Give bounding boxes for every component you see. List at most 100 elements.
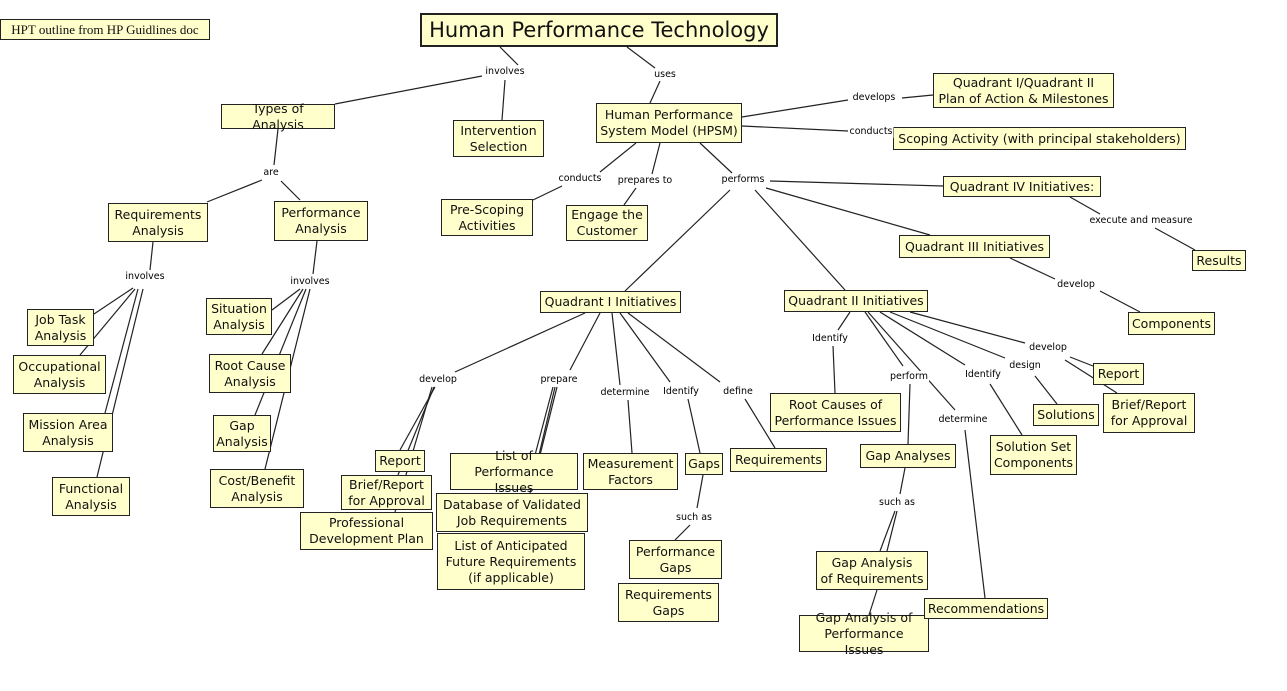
connector-line xyxy=(696,474,704,509)
node-root-cause-analysis[interactable]: Root Cause Analysis xyxy=(209,354,291,393)
connector-line xyxy=(501,79,506,121)
node-q2-report[interactable]: Report xyxy=(1093,363,1144,385)
connector-line xyxy=(1064,359,1118,394)
node-quadrant-i[interactable]: Quadrant I Initiatives xyxy=(540,291,681,313)
link-label-conducts: conducts xyxy=(848,126,894,138)
connector-line xyxy=(868,589,878,616)
connector-line xyxy=(1034,375,1058,405)
connector-line xyxy=(699,142,733,174)
connector-line xyxy=(1154,227,1196,251)
connector-line xyxy=(149,241,154,271)
root-concept-title[interactable]: Human Performance Technology xyxy=(420,13,778,47)
node-gap-analysis-performance-issues[interactable]: Gap Analysis of Performance Issues xyxy=(799,610,929,657)
link-label-develop: develop xyxy=(1056,279,1096,291)
node-intervention-selection[interactable]: Intervention Selection xyxy=(453,120,544,157)
connector-line xyxy=(687,398,701,454)
node-functional-analysis[interactable]: Functional Analysis xyxy=(52,477,130,516)
node-quadrant-ii[interactable]: Quadrant II Initiatives xyxy=(784,290,928,312)
link-label-develop: develop xyxy=(1028,342,1068,354)
node-gap-analysis-requirements[interactable]: Gap Analysis of Requirements xyxy=(816,551,928,590)
node-performance-analysis[interactable]: Performance Analysis xyxy=(274,201,368,241)
connector-line xyxy=(674,524,691,541)
node-root-causes-performance-issues[interactable]: Root Causes of Performance Issues xyxy=(770,393,901,432)
node-solution-set-components[interactable]: Solution Set Components xyxy=(990,435,1077,475)
node-engage-customer[interactable]: Engage the Customer xyxy=(566,205,648,241)
node-situation-analysis[interactable]: Situation Analysis xyxy=(206,298,272,335)
node-cost-benefit-analysis[interactable]: Cost/Benefit Analysis xyxy=(210,469,304,508)
connector-line xyxy=(769,180,944,187)
node-q1-report[interactable]: Report xyxy=(375,450,425,472)
connector-line xyxy=(623,187,637,206)
connector-line xyxy=(901,94,934,99)
connector-line xyxy=(651,142,661,175)
node-list-future-requirements[interactable]: List of Anticipated Future Requirements … xyxy=(437,533,585,590)
node-quadrant-iii[interactable]: Quadrant III Initiatives xyxy=(899,235,1050,258)
link-label-determine: determine xyxy=(599,387,651,399)
link-label-such-as: such as xyxy=(877,497,917,509)
connector-line xyxy=(627,312,721,383)
connector-line xyxy=(879,311,966,366)
connector-line xyxy=(907,383,911,445)
node-mission-area-analysis[interactable]: Mission Area Analysis xyxy=(23,413,113,452)
connector-line xyxy=(624,189,731,292)
node-requirements-analysis[interactable]: Requirements Analysis xyxy=(108,203,208,242)
connector-line xyxy=(93,287,134,315)
node-hpsm[interactable]: Human Performance System Model (HPSM) xyxy=(596,103,742,143)
connector-line xyxy=(886,510,898,552)
connector-line xyxy=(532,185,563,201)
link-label-prepare: prepare xyxy=(539,374,579,386)
link-label-prepares-to: prepares to xyxy=(616,175,674,187)
connector-line xyxy=(254,288,307,416)
connector-line xyxy=(619,312,671,383)
connector-line xyxy=(741,125,849,132)
connector-line xyxy=(837,311,851,331)
connector-line xyxy=(599,142,637,173)
link-label-identify: Identify xyxy=(811,333,849,345)
connector-line xyxy=(867,311,956,411)
node-list-performance-issues[interactable]: List of Performance Issues xyxy=(450,448,578,495)
link-label-uses: uses xyxy=(653,69,677,81)
node-quadrant-iv[interactable]: Quadrant IV Initiatives: xyxy=(943,176,1101,197)
node-q1-requirements[interactable]: Requirements xyxy=(730,448,827,472)
connector-line xyxy=(1009,257,1056,280)
node-scoping-activity[interactable]: Scoping Activity (with principal stakeho… xyxy=(893,127,1186,150)
connector-line xyxy=(754,189,846,291)
node-solutions[interactable]: Solutions xyxy=(1033,404,1099,426)
connector-line xyxy=(744,398,776,449)
node-job-task-analysis[interactable]: Job Task Analysis xyxy=(27,309,94,346)
node-professional-development-plan[interactable]: Professional Development Plan xyxy=(300,512,433,550)
node-components[interactable]: Components xyxy=(1128,312,1215,335)
link-label-performs: performs xyxy=(720,174,766,186)
connector-line xyxy=(1099,290,1141,313)
link-label-perform: perform xyxy=(889,371,929,383)
link-label-determine: determine xyxy=(937,414,989,426)
link-label-develops: develops xyxy=(851,92,897,104)
node-results[interactable]: Results xyxy=(1192,250,1246,271)
connector-line xyxy=(741,99,849,118)
node-gaps[interactable]: Gaps xyxy=(685,453,723,475)
node-recommendations[interactable]: Recommendations xyxy=(924,598,1048,619)
node-gap-analysis[interactable]: Gap Analysis xyxy=(213,415,271,452)
node-database-job-requirements[interactable]: Database of Validated Job Requirements xyxy=(436,493,588,532)
node-q1-brief-report[interactable]: Brief/Report for Approval xyxy=(341,475,432,510)
connector-line xyxy=(334,75,483,105)
node-requirements-gaps[interactable]: Requirements Gaps xyxy=(618,583,719,622)
connector-line xyxy=(454,312,586,373)
link-label-identify: Identify xyxy=(662,386,700,398)
connector-line xyxy=(889,311,1006,359)
node-q2-brief-report[interactable]: Brief/Report for Approval xyxy=(1103,393,1195,433)
link-label-involves: involves xyxy=(124,271,166,283)
node-plan-of-action[interactable]: Quadrant I/Quadrant II Plan of Action & … xyxy=(933,73,1114,108)
connector-line xyxy=(273,128,279,166)
node-gap-analyses[interactable]: Gap Analyses xyxy=(860,444,956,468)
connector-line xyxy=(964,429,986,599)
node-performance-gaps[interactable]: Performance Gaps xyxy=(629,540,722,579)
connector-line xyxy=(312,240,318,275)
node-measurement-factors[interactable]: Measurement Factors xyxy=(583,453,678,490)
node-types-of-analysis[interactable]: Types of Analysis xyxy=(221,101,335,132)
connector-line xyxy=(1069,356,1094,367)
connector-line xyxy=(899,467,906,495)
link-label-identify: Identify xyxy=(964,369,1002,381)
node-occupational-analysis[interactable]: Occupational Analysis xyxy=(13,355,106,394)
node-pre-scoping[interactable]: Pre-Scoping Activities xyxy=(441,199,533,236)
